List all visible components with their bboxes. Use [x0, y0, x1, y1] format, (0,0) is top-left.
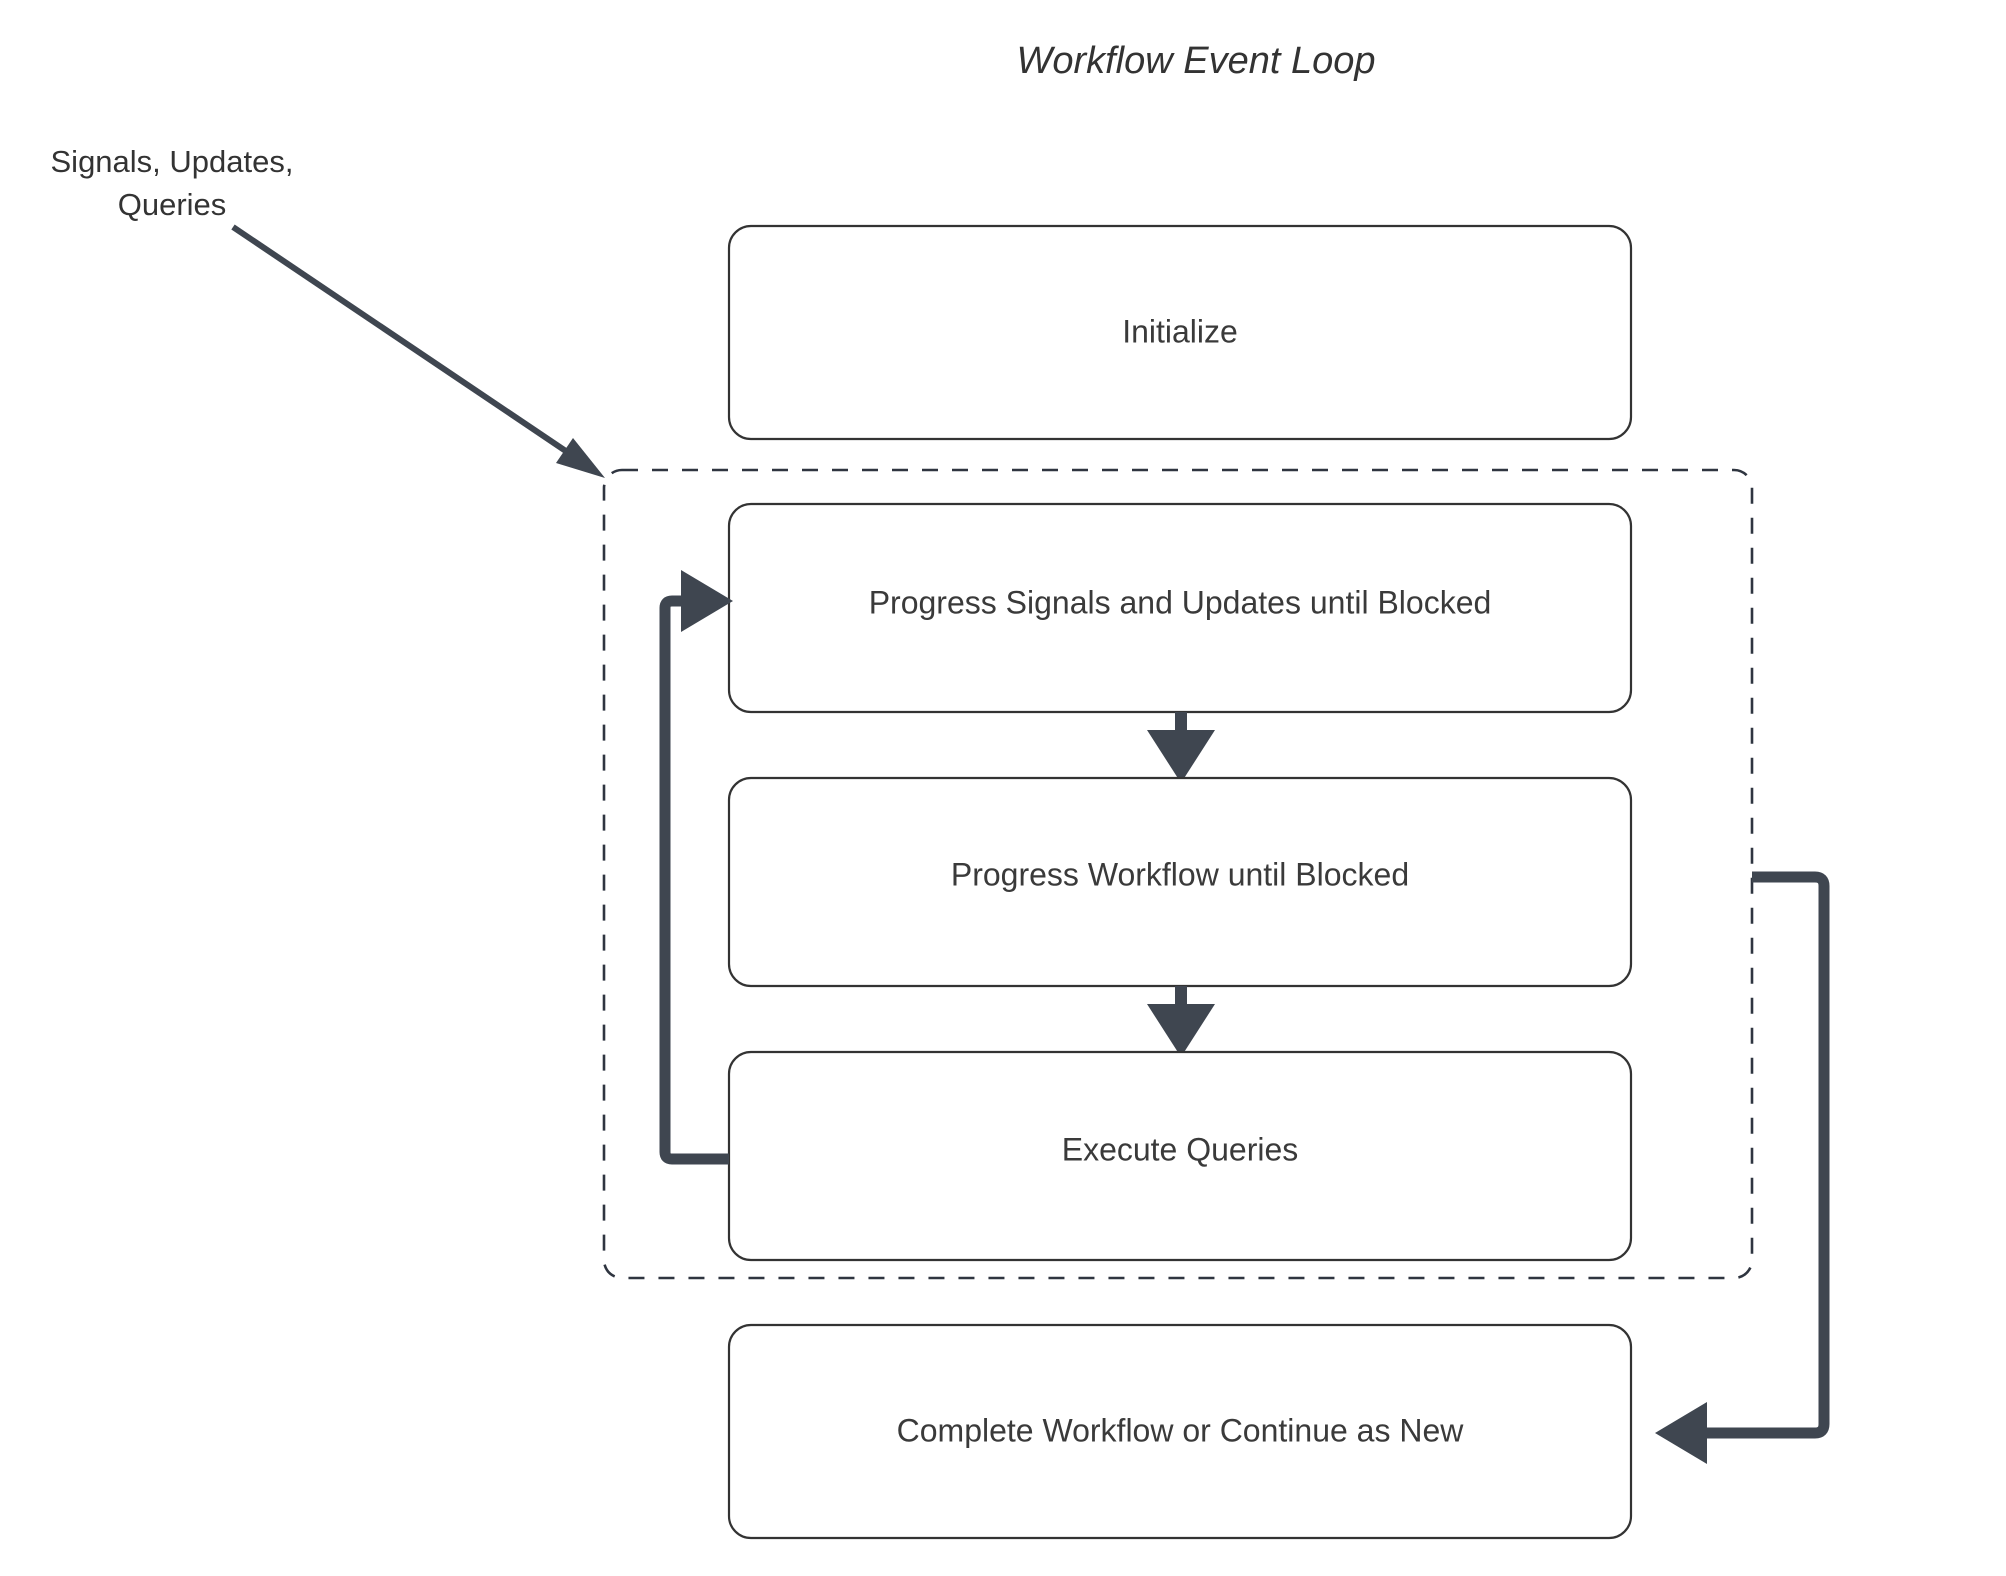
arrowhead-signals-to-workflow — [1147, 730, 1215, 783]
arrowhead-workflow-to-complete — [1655, 1402, 1707, 1464]
edge-queries-back-to-signals — [659, 570, 733, 1165]
arrowhead-workflow-to-queries — [1147, 1004, 1215, 1057]
node-progress-signals-updates-label: Progress Signals and Updates until Block… — [869, 584, 1492, 620]
node-progress-signals-updates[interactable]: Progress Signals and Updates until Block… — [727, 502, 1633, 714]
edge-workflow-to-queries — [1147, 986, 1215, 1057]
edge-workflow-to-complete — [1655, 871, 1830, 1464]
edge-signals-to-workflow — [1147, 712, 1215, 783]
node-initialize-box[interactable] — [727, 224, 1633, 441]
node-progress-workflow[interactable]: Progress Workflow until Blocked — [727, 776, 1633, 988]
page-title: Workflow Event Loop — [1016, 40, 1375, 82]
node-execute-queries-label: Execute Queries — [1062, 1131, 1299, 1167]
external-input-label-line1: Signals, Updates, — [51, 144, 294, 179]
node-execute-queries[interactable]: Execute Queries — [727, 1050, 1633, 1262]
node-progress-workflow-label: Progress Workflow until Blocked — [951, 856, 1409, 892]
node-complete-workflow[interactable]: Complete Workflow or Continue as New — [727, 1323, 1633, 1540]
external-input-label-line2: Queries — [118, 187, 227, 222]
node-initialize-label: Initialize — [1122, 313, 1238, 349]
node-initialize[interactable]: Initialize — [727, 224, 1633, 441]
node-complete-workflow-box[interactable] — [727, 1323, 1633, 1540]
event-loop-container — [602, 468, 1754, 1280]
edge-external-to-loop — [231, 224, 605, 478]
arrowhead-external-to-loop — [556, 438, 605, 478]
arrowhead-queries-back-to-signals — [681, 570, 733, 632]
node-complete-workflow-label: Complete Workflow or Continue as New — [897, 1412, 1465, 1448]
